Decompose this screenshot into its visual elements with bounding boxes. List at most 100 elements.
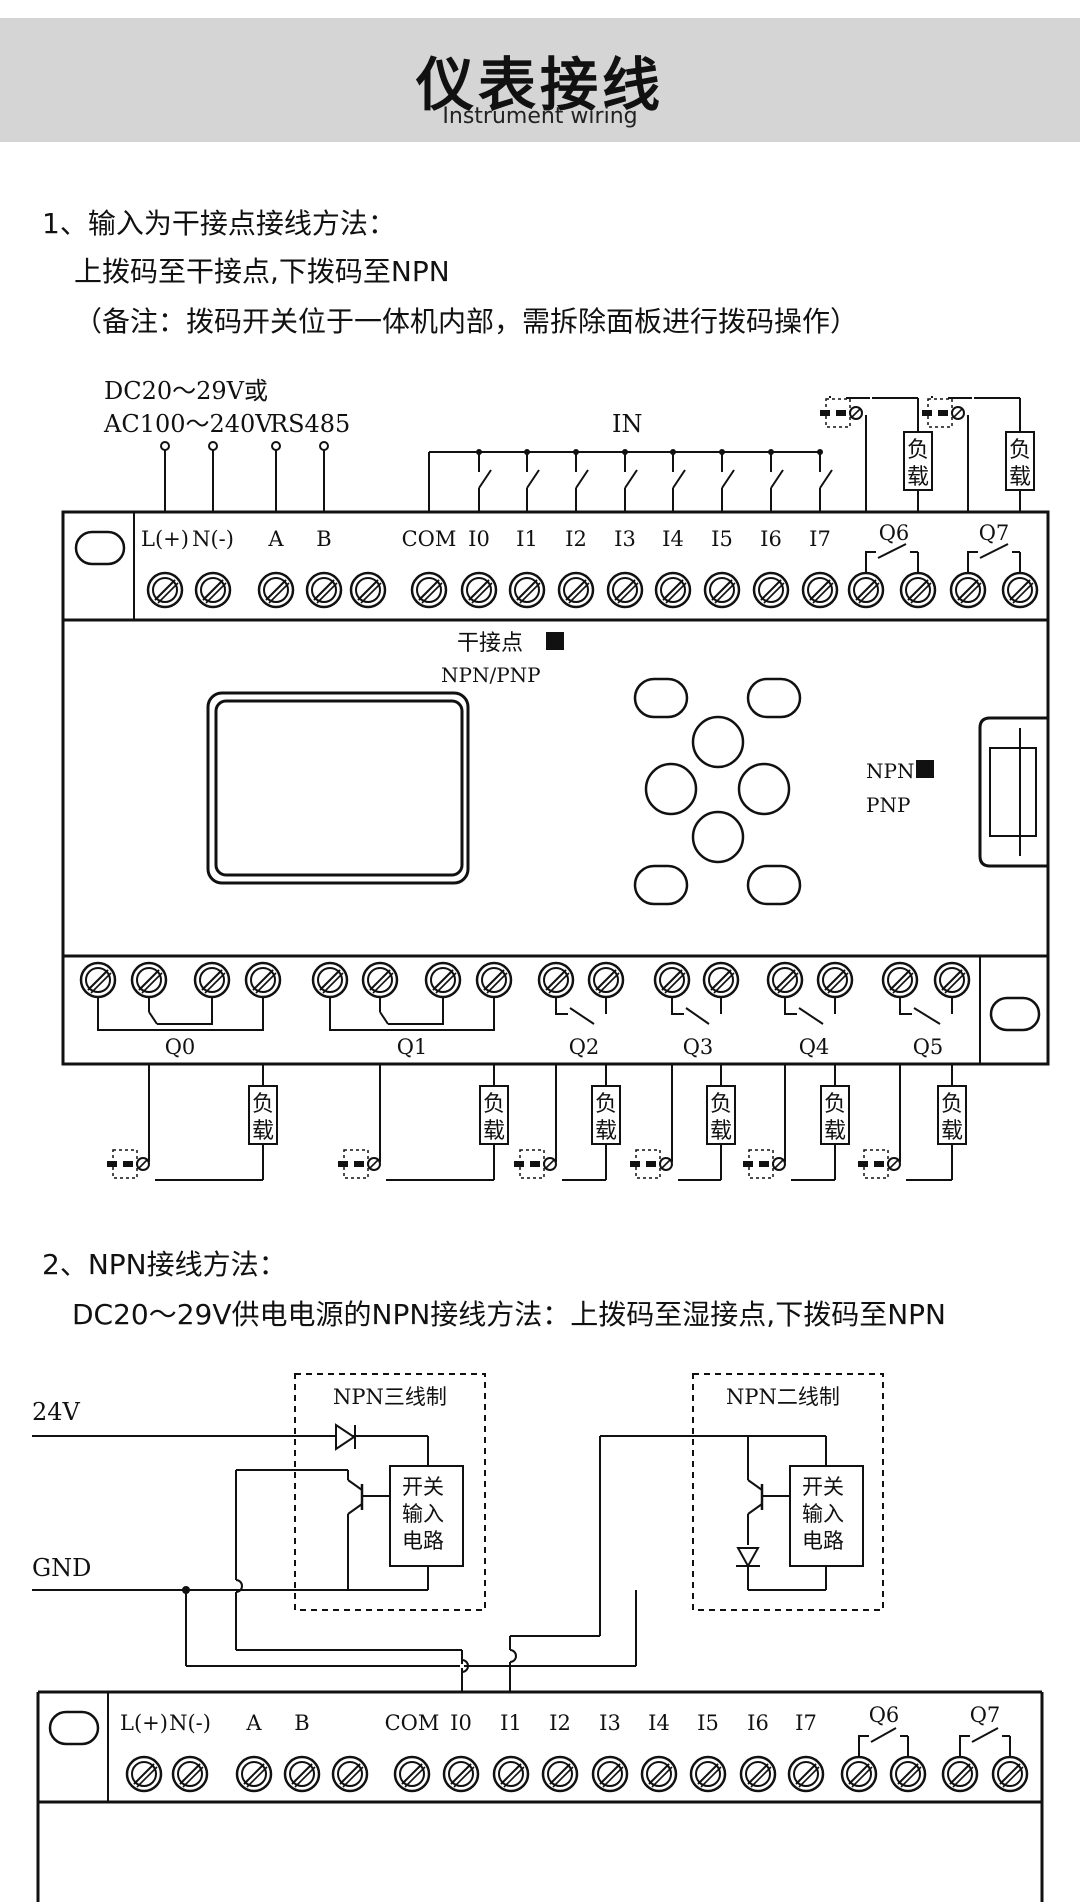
- bottom-screw-terminal: [130, 961, 168, 999]
- npn2-switch-text-3: 电路: [802, 1529, 844, 1553]
- side-connector: [978, 716, 1048, 868]
- output-power-supply-icon: [107, 1149, 150, 1179]
- npn3-switch-text-1: 开关: [402, 1475, 444, 1499]
- output-power-supply-icon: [630, 1149, 673, 1179]
- load-text-1: 负: [483, 1092, 505, 1117]
- transistor-2-icon: [747, 1436, 790, 1545]
- output-power-supply-icon: [338, 1149, 381, 1179]
- top-terminal-label: N(-): [192, 527, 234, 551]
- top-terminal-label: I5: [711, 527, 733, 551]
- v24-label: 24V: [32, 1398, 81, 1426]
- top-terminal-label: I7: [809, 527, 831, 551]
- power-wires: [160, 441, 329, 512]
- npn-terminal-label: I3: [599, 1711, 621, 1735]
- npn-terminal-label: I0: [450, 1711, 472, 1735]
- pnp-label: PNP: [866, 793, 910, 817]
- input-switch-bus: [428, 449, 833, 512]
- section1-line2: 上拨码至干接点,下拨码至NPN: [74, 255, 450, 288]
- load-text-1: 负: [595, 1092, 617, 1117]
- rs485-label: RS485: [270, 410, 350, 438]
- gnd-label: GND: [32, 1554, 91, 1582]
- npn-screw-terminal: [492, 1755, 530, 1793]
- diode-icon: [335, 1423, 356, 1451]
- npn-screw-terminal: [689, 1755, 727, 1793]
- npn3-label: NPN三线制: [333, 1385, 447, 1409]
- page-title: 仪表接线: [415, 51, 664, 119]
- top-terminal-label: A: [267, 527, 284, 551]
- top-terminal-label: B: [316, 527, 331, 551]
- npn-relay-screw: [889, 1755, 927, 1793]
- npn-label: NPN: [866, 759, 914, 783]
- load-text-2: 载: [824, 1119, 846, 1144]
- npn-terminal-label: I6: [747, 1711, 769, 1735]
- top-screw-terminal-spare: [349, 571, 387, 609]
- relay-screw: [847, 571, 885, 609]
- npn2-switch-text-1: 开关: [802, 1475, 844, 1499]
- npn-screw-terminal: [393, 1755, 431, 1793]
- load-text-1: 负: [941, 1092, 963, 1117]
- load-text-2: 载: [907, 465, 929, 490]
- top-terminal-label: I0: [468, 527, 490, 551]
- npn-relay-screw: [840, 1755, 878, 1793]
- npn-screw-terminal: [283, 1755, 321, 1793]
- bottom-screw-terminal: [537, 961, 575, 999]
- bottom-screw-terminal: [816, 961, 854, 999]
- npn-terminal-label: A: [245, 1711, 262, 1735]
- top-screw-terminal: [257, 571, 295, 609]
- npn-terminal-label: B: [294, 1711, 309, 1735]
- bottom-screw-terminal: [311, 961, 349, 999]
- top-screw-terminal: [752, 571, 790, 609]
- top-screw-terminal: [460, 571, 498, 609]
- bottom-screw-terminal: [587, 961, 625, 999]
- load-text-2: 载: [595, 1119, 617, 1144]
- top-screw-terminal: [508, 571, 546, 609]
- npn-screw-terminal: [591, 1755, 629, 1793]
- npn3-switch-text-3: 电路: [402, 1529, 444, 1553]
- section2-heading: 2、NPN接线方法：: [42, 1248, 287, 1281]
- load-text-2: 载: [1009, 465, 1031, 490]
- npn-terminal-label: I2: [549, 1711, 571, 1735]
- npn-pnp-label: NPN/PNP: [441, 663, 541, 687]
- relay-screw: [899, 571, 937, 609]
- output-load-box: 负载: [591, 1085, 621, 1145]
- load-text-2: 载: [252, 1119, 274, 1144]
- npn-relay-label: Q6: [869, 1703, 900, 1727]
- npn-terminal-label: N(-): [169, 1711, 211, 1735]
- bottom-screw-terminal: [933, 961, 971, 999]
- npn-screw-terminal: [171, 1755, 209, 1793]
- bottom-screw-terminal: [79, 961, 117, 999]
- top-screw-terminal: [146, 571, 184, 609]
- dip-indicator-npn: [916, 760, 934, 778]
- load-text-2: 载: [941, 1119, 963, 1144]
- npn-terminal-label: L(+): [120, 1711, 168, 1735]
- power-label-dc: DC20～29V或: [104, 377, 268, 405]
- output-power-supply-icon: [858, 1149, 901, 1179]
- load-text-1: 负: [1009, 438, 1031, 463]
- output-load-box: 负载: [820, 1085, 850, 1145]
- bottom-screw-terminal: [766, 961, 804, 999]
- top-screw-terminal: [606, 571, 644, 609]
- power-label-ac: AC100～240V: [103, 410, 273, 438]
- output-label: Q3: [683, 1035, 714, 1059]
- bottom-screw-terminal: [653, 961, 691, 999]
- bottom-screw-terminal: [361, 961, 399, 999]
- bottom-screw-terminal: [193, 961, 231, 999]
- bottom-screw-terminal: [244, 961, 282, 999]
- top-terminal-label: I4: [662, 527, 684, 551]
- load-text-1: 负: [252, 1092, 274, 1117]
- mount-slot-right: [989, 996, 1041, 1032]
- load-box: 负载: [1005, 431, 1035, 491]
- top-terminal-label: I1: [516, 527, 538, 551]
- in-label: IN: [612, 410, 642, 438]
- output-label: Q0: [165, 1035, 196, 1059]
- npn-relay-screw: [991, 1755, 1029, 1793]
- output-load-box: 负载: [937, 1085, 967, 1145]
- load-text-2: 载: [710, 1119, 732, 1144]
- output-label: Q1: [397, 1035, 428, 1059]
- relay-screw: [949, 571, 987, 609]
- mount-slot-left: [74, 530, 126, 566]
